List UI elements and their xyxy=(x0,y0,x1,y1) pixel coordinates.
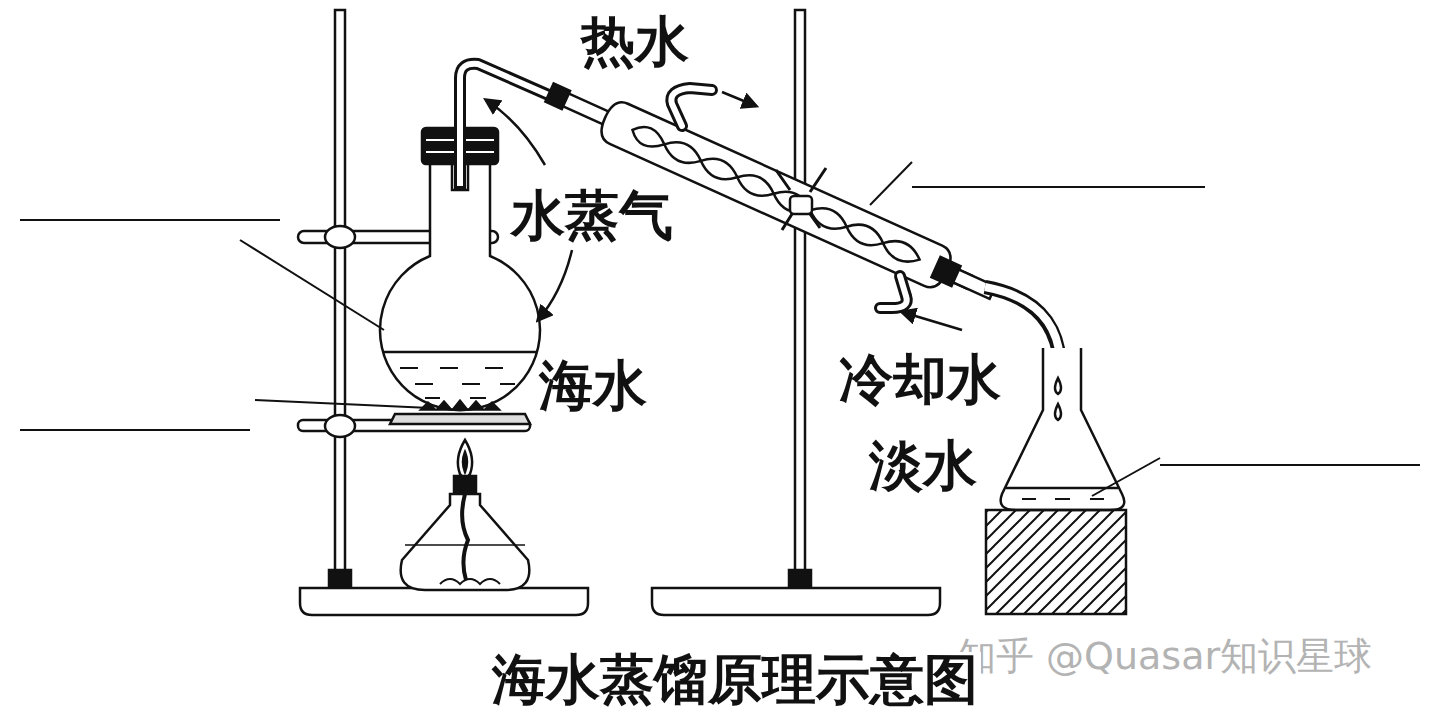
hot-water-outlet xyxy=(671,88,712,126)
lamp-cap xyxy=(454,476,476,492)
flask-outline xyxy=(1001,348,1125,510)
watermark: 知乎 @Quasar知识星球 xyxy=(955,636,1375,676)
leader-line xyxy=(1092,458,1160,496)
adapter-inner xyxy=(985,287,1060,358)
upper-stopper xyxy=(545,83,570,109)
fresh-water-marks xyxy=(1022,498,1104,500)
right-iron-stand xyxy=(652,10,940,615)
blank-line xyxy=(20,429,250,431)
fresh-water-label: 淡水 xyxy=(866,438,980,494)
hot-water-label: 热水 xyxy=(578,14,692,70)
flame-core xyxy=(463,452,467,472)
seawater-label: 海水 xyxy=(536,358,650,414)
answer-lines xyxy=(20,162,1420,496)
leader-line xyxy=(240,240,384,330)
vapor-label: 水蒸气 xyxy=(508,188,676,244)
lamp-body xyxy=(401,494,530,590)
conical-flask xyxy=(1001,348,1125,510)
left-iron-stand xyxy=(298,10,588,615)
stand-foot xyxy=(789,570,811,588)
vapor-arrow xyxy=(486,100,545,165)
ring-boss xyxy=(325,415,355,437)
tube-inner xyxy=(460,64,560,186)
stand-rod xyxy=(335,10,345,572)
clamp-boss xyxy=(325,226,355,248)
vapor-arrow xyxy=(538,250,572,320)
blank-line xyxy=(912,186,1205,188)
condenser-water-pipes xyxy=(671,88,906,308)
stand-rod xyxy=(795,10,805,572)
stand-foot xyxy=(329,570,351,588)
figure-caption: 海水蒸馏原理示意图 xyxy=(489,652,981,708)
seawater-marks xyxy=(400,368,515,398)
flow-arrows xyxy=(486,92,962,330)
condenser-clamp xyxy=(776,168,826,230)
lamp-wick-base xyxy=(440,579,500,584)
wire-gauze xyxy=(390,414,530,424)
lamp-wick xyxy=(462,494,468,580)
flame xyxy=(458,440,472,478)
leader-line xyxy=(870,162,912,205)
boiling-chips xyxy=(420,400,500,410)
fresh-water-surface xyxy=(1006,487,1118,490)
alcohol-lamp xyxy=(401,440,530,590)
stand-base xyxy=(652,588,940,615)
blank-line xyxy=(20,219,280,221)
cooling-water-label: 冷却水 xyxy=(836,352,1004,408)
leader-line xyxy=(255,400,430,408)
support-block xyxy=(986,510,1126,614)
cold-water-inlet-inner xyxy=(880,276,907,308)
clamp-boss xyxy=(790,196,812,214)
blank-line xyxy=(1160,464,1420,466)
hot-water-arrow xyxy=(722,92,756,106)
hot-water-outlet-inner xyxy=(671,88,712,126)
cold-water-arrow xyxy=(902,312,962,330)
stand-base xyxy=(300,588,588,615)
tube-outer xyxy=(460,64,560,190)
water-drop xyxy=(1055,378,1061,394)
seawater-surface xyxy=(383,351,537,354)
water-drop xyxy=(1055,404,1061,420)
cold-water-inlet xyxy=(880,276,907,308)
clamp-jaws xyxy=(776,168,826,230)
delivery-tube xyxy=(460,64,560,190)
